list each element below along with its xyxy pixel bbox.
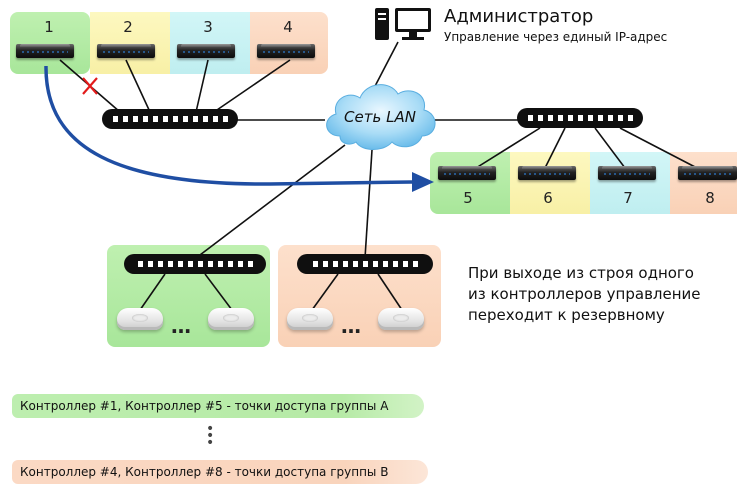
cloud-icon [326, 84, 436, 150]
admin-title: Администратор [444, 6, 594, 27]
failover-note-line-2: из контроллеров управление [468, 285, 701, 303]
controller-label-8: 8 [705, 189, 715, 207]
access-point-icon [117, 308, 163, 330]
access-point-icon [287, 308, 333, 330]
ap-switch-icon-a [124, 254, 266, 274]
controller-icon-4 [257, 44, 315, 58]
controller-box-6 [510, 152, 590, 214]
failover-arrow [44, 65, 413, 186]
ap-switch-icon-b [297, 254, 433, 274]
computer-icon [375, 8, 431, 40]
controller-label-6: 6 [543, 189, 553, 207]
failover-note-line-1: При выходе из строя одного [468, 264, 694, 282]
controller-box-3 [170, 12, 250, 74]
switch-icon-left [102, 109, 238, 129]
controller-box-2 [90, 12, 170, 74]
switch-icon-right [517, 108, 643, 128]
failover-note: При выходе из строя одного из контроллер… [468, 263, 701, 326]
controller-icon-1 [16, 44, 74, 58]
access-point-icon [208, 308, 254, 330]
controller-label-2: 2 [123, 18, 133, 36]
link-ctrl3-switch [195, 59, 209, 113]
link-cloud-apswitch-a [195, 144, 346, 259]
link-switch-ctrl6 [544, 127, 566, 169]
link-cloud-apswitch-b [364, 149, 373, 259]
link-switch-ctrl7 [594, 127, 626, 169]
link-ctrl4-switch [213, 59, 291, 113]
controller-icon-7 [598, 166, 656, 180]
controller-box-7 [590, 152, 670, 214]
controller-box-5 [430, 152, 510, 214]
controller-label-7: 7 [623, 189, 633, 207]
link-cloud-admin [372, 41, 399, 91]
network-label: Сеть LAN [344, 108, 416, 126]
link-apswitch-b-ap2 [377, 273, 403, 311]
controller-icon-5 [438, 166, 496, 180]
controller-label-5: 5 [463, 189, 473, 207]
link-apswitch-b-ap1 [311, 273, 339, 311]
legend-group-b: Контроллер #4, Контроллер #8 - точки дос… [12, 460, 428, 484]
failover-note-line-3: переходит к резервному [468, 306, 665, 324]
legend-ellipsis: ••• [206, 421, 215, 451]
link-switch-ctrl5 [475, 127, 541, 169]
legend-group-a: Контроллер #1, Контроллер #5 - точки дос… [12, 394, 424, 418]
controller-box-8 [670, 152, 737, 214]
ap-ellipsis-a: … [171, 314, 193, 338]
failover-arrowhead [412, 172, 434, 192]
link-apswitch-a-ap1 [139, 273, 166, 311]
x-mark-icon [82, 77, 98, 95]
controller-label-4: 4 [283, 18, 293, 36]
controller-label-1: 1 [44, 18, 54, 36]
controller-icon-6 [518, 166, 576, 180]
admin-subtitle: Управление через единый IP-адрес [444, 30, 668, 44]
controller-label-3: 3 [203, 18, 213, 36]
ap-ellipsis-b: … [341, 314, 363, 338]
link-ctrl2-switch [125, 59, 151, 113]
controller-box-1 [10, 12, 90, 74]
controller-icon-2 [97, 44, 155, 58]
link-switch-ctrl8 [619, 127, 698, 169]
controller-box-4 [250, 12, 328, 74]
link-apswitch-a-ap2 [204, 273, 233, 311]
controller-icon-3 [177, 44, 235, 58]
access-point-icon [378, 308, 424, 330]
controller-icon-8 [678, 166, 737, 180]
